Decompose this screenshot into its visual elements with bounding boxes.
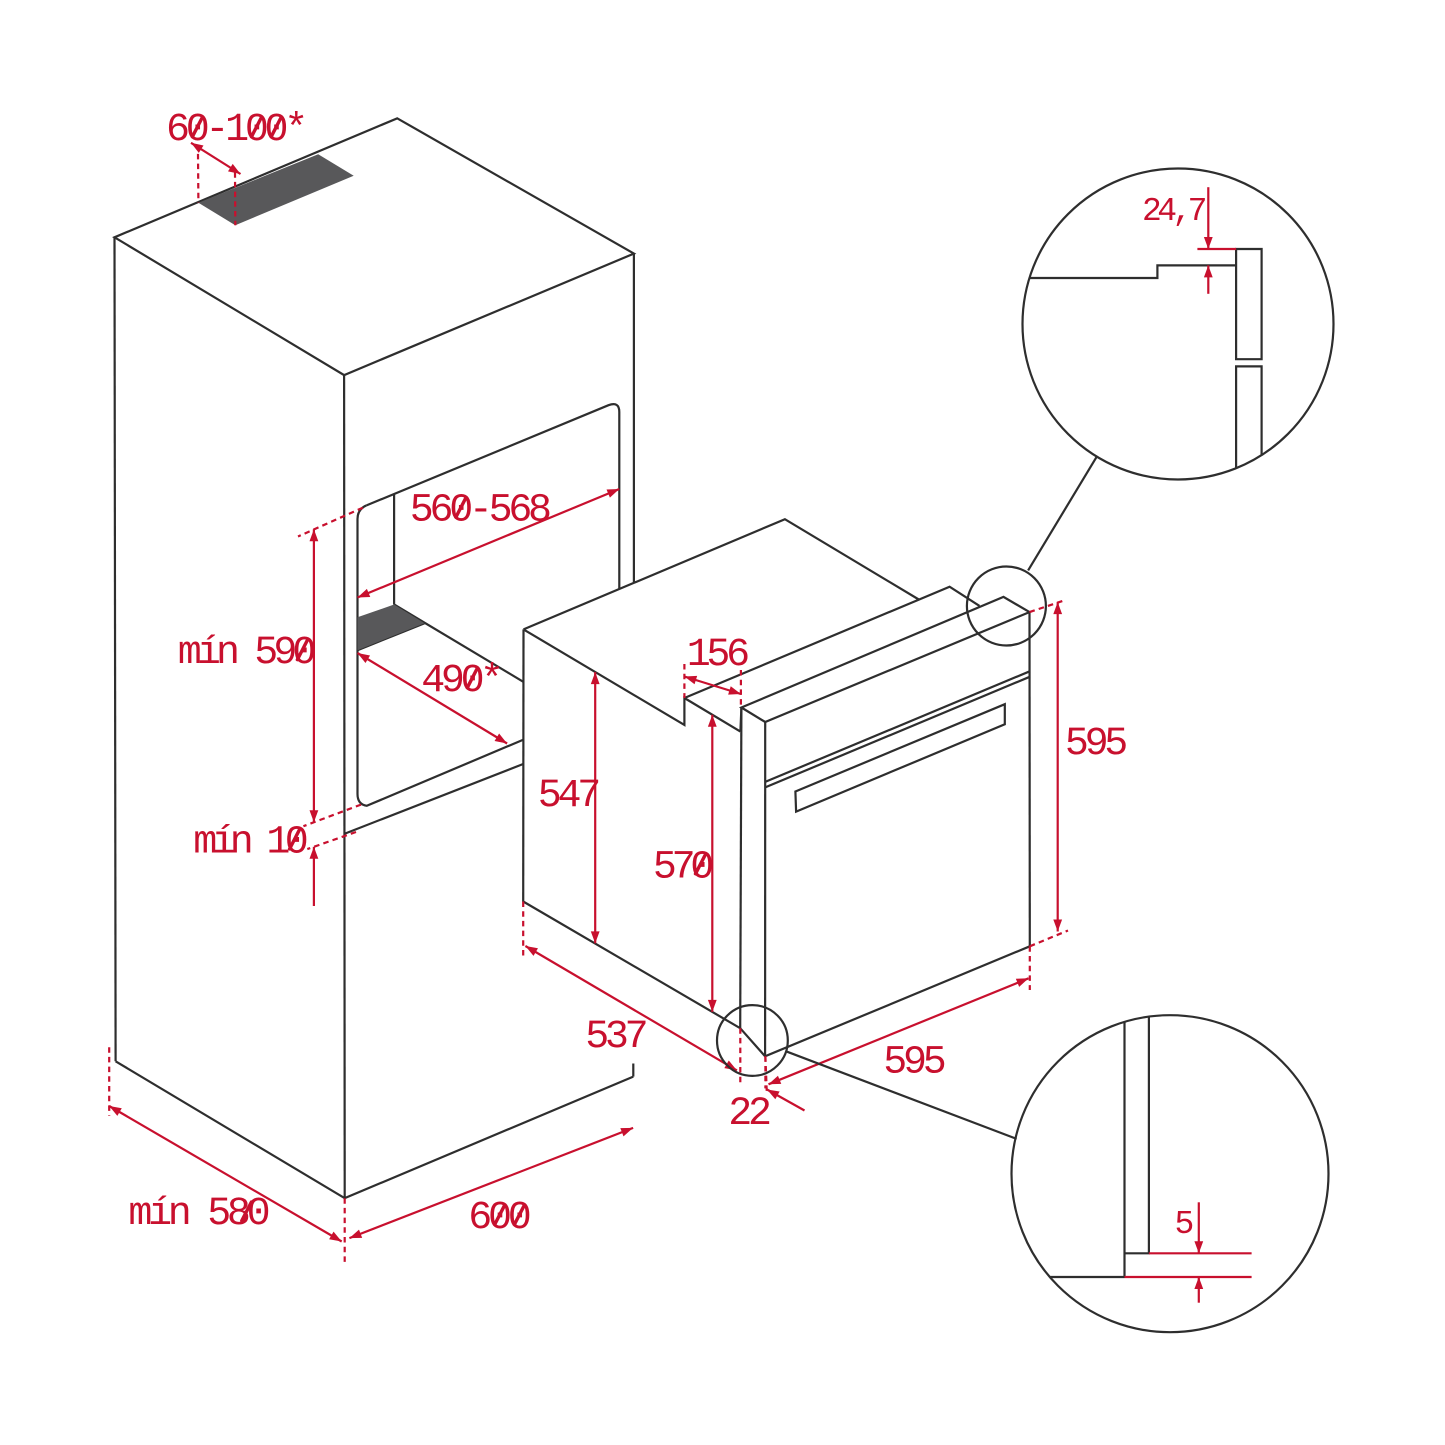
svg-text:mín 580: mín 580 <box>128 1192 268 1237</box>
svg-text:595: 595 <box>883 1041 944 1086</box>
svg-text:mín 590: mín 590 <box>178 631 315 676</box>
svg-text:547: 547 <box>538 774 598 819</box>
svg-text:490: 490 <box>421 659 482 704</box>
svg-text:570: 570 <box>653 845 712 890</box>
svg-text:60-100*: 60-100* <box>166 108 304 153</box>
svg-text:560-568: 560-568 <box>410 489 550 534</box>
svg-text:mín 10: mín 10 <box>193 820 307 865</box>
svg-text:24,7: 24,7 <box>1142 193 1206 230</box>
svg-text:156: 156 <box>687 633 748 678</box>
svg-text:600: 600 <box>468 1196 529 1241</box>
svg-text:5: 5 <box>1175 1206 1193 1243</box>
svg-text:22: 22 <box>728 1092 770 1137</box>
svg-text:537: 537 <box>585 1015 645 1060</box>
svg-text:*: * <box>480 659 500 704</box>
svg-text:595: 595 <box>1065 722 1126 767</box>
